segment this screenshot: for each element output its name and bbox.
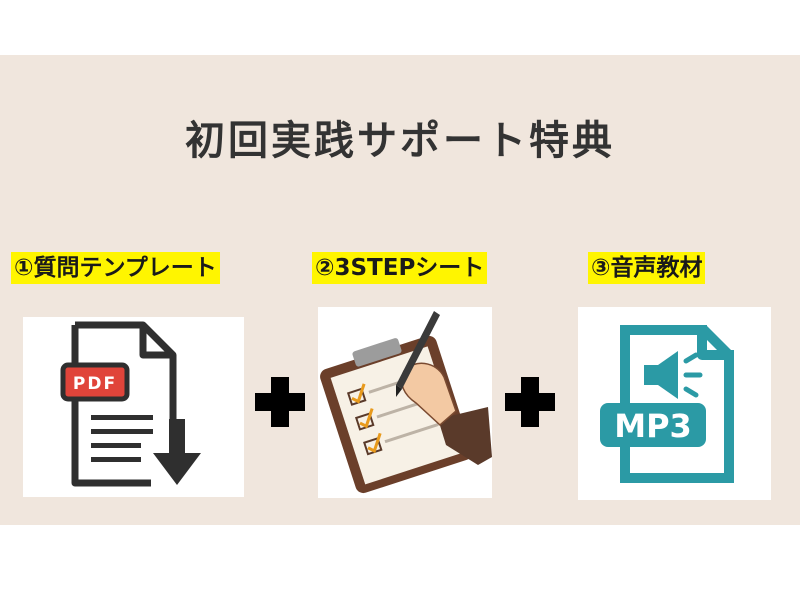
mp3-file-icon: MP3 [600, 325, 734, 483]
plus-icon [255, 377, 305, 427]
item-label-step-sheet: ②3STEPシート [312, 252, 488, 284]
item-label-template: ①質問テンプレート [11, 252, 220, 284]
pdf-download-icon: PDF [60, 321, 201, 487]
item-label-audio: ③音声教材 [588, 252, 706, 284]
pdf-text: PDF [73, 374, 117, 394]
plus-icon [505, 377, 555, 427]
mp3-panel: MP3 [578, 307, 771, 500]
mp3-text: MP3 [614, 407, 692, 445]
clipboard-panel [318, 307, 492, 498]
pdf-panel: PDF [23, 317, 244, 497]
clipboard-checklist-icon [320, 311, 492, 494]
page-title: 初回実践サポート特典 [185, 118, 615, 164]
